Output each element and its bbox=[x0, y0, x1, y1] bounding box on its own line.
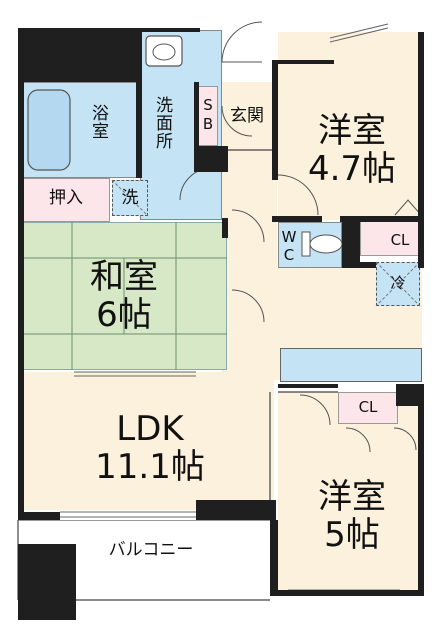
toilet-label: W C bbox=[278, 228, 300, 264]
wall-right-upper bbox=[418, 32, 424, 268]
oshiire-label: 押入 bbox=[49, 188, 83, 208]
toilet-c: C bbox=[283, 246, 295, 264]
bathtub bbox=[27, 89, 71, 171]
wall-top-left-block bbox=[18, 28, 140, 82]
wall-kitchen-top-right bbox=[342, 262, 376, 268]
wall-wr2-top-left bbox=[278, 384, 338, 388]
japanese-room-label: 和室 6帖 bbox=[64, 258, 184, 334]
entrance-label: 玄関 bbox=[230, 106, 264, 126]
ldk-label: LDK 11.1帖 bbox=[80, 410, 220, 486]
wall-wr1-bottom-right bbox=[340, 216, 424, 222]
washer-label: 洗 bbox=[121, 188, 139, 208]
ldk-size: 11.1帖 bbox=[95, 447, 205, 487]
western-room-2-floor bbox=[278, 392, 422, 590]
wall-top-washroom bbox=[140, 28, 200, 32]
closet-1-label: CL bbox=[390, 231, 410, 249]
western-room-1-name: 洋室 bbox=[318, 111, 386, 151]
wall-right-lower bbox=[418, 384, 424, 594]
western-room-2-name: 洋室 bbox=[318, 477, 386, 517]
fridge-label: 冷 bbox=[390, 274, 406, 292]
wall-entrance-right bbox=[272, 60, 278, 180]
western-room-2-label: 洋室 5帖 bbox=[292, 478, 412, 554]
ldk-floor bbox=[22, 372, 274, 510]
wall-ldk-bottom-right bbox=[196, 500, 276, 520]
bathroom-label: 浴室 bbox=[88, 104, 108, 140]
western-room-1-size: 4.7帖 bbox=[307, 149, 397, 189]
ldk-name: LDK bbox=[116, 409, 184, 449]
toilet-bowl bbox=[309, 234, 343, 254]
washbasin bbox=[145, 35, 183, 67]
wall-wr2-bottom bbox=[278, 590, 424, 596]
western-room-1-label: 洋室 4.7帖 bbox=[292, 112, 412, 188]
closet-2-floor bbox=[338, 392, 398, 424]
kitchen-counter bbox=[280, 348, 422, 382]
japanese-room-size: 6帖 bbox=[96, 295, 152, 335]
door-swings bbox=[179, 21, 422, 453]
entrance-floor bbox=[218, 82, 273, 150]
washroom-label: 洗面所 bbox=[152, 96, 172, 150]
hall-floor bbox=[222, 150, 277, 378]
wall-bath-right bbox=[136, 28, 142, 178]
toilet-w: W bbox=[281, 228, 297, 246]
japanese-room-name: 和室 bbox=[90, 257, 158, 297]
wall-sb-bottom bbox=[194, 146, 228, 172]
closet-2-label: CL bbox=[358, 398, 378, 416]
wall-ldk-bottom-left bbox=[18, 512, 60, 520]
shoe-box-label: SB bbox=[199, 96, 217, 134]
wall-wr1-top bbox=[278, 60, 334, 64]
wall-sb-left bbox=[194, 82, 199, 172]
balcony-label: バルコニー bbox=[108, 540, 194, 560]
oshiire-floor bbox=[22, 178, 110, 222]
wall-balcony-corner bbox=[18, 544, 76, 620]
wall-toilet-right bbox=[342, 222, 360, 268]
wall-wr2-left bbox=[270, 520, 278, 596]
tatami-lines bbox=[22, 222, 227, 370]
wall-wr2-top-right bbox=[396, 384, 424, 406]
western-room-2-size: 5帖 bbox=[324, 515, 380, 555]
toilet-tank bbox=[301, 231, 311, 257]
wall-wr1-bottom-left bbox=[272, 216, 322, 222]
wall-jroom-right bbox=[222, 218, 228, 238]
wall-left bbox=[18, 28, 24, 520]
